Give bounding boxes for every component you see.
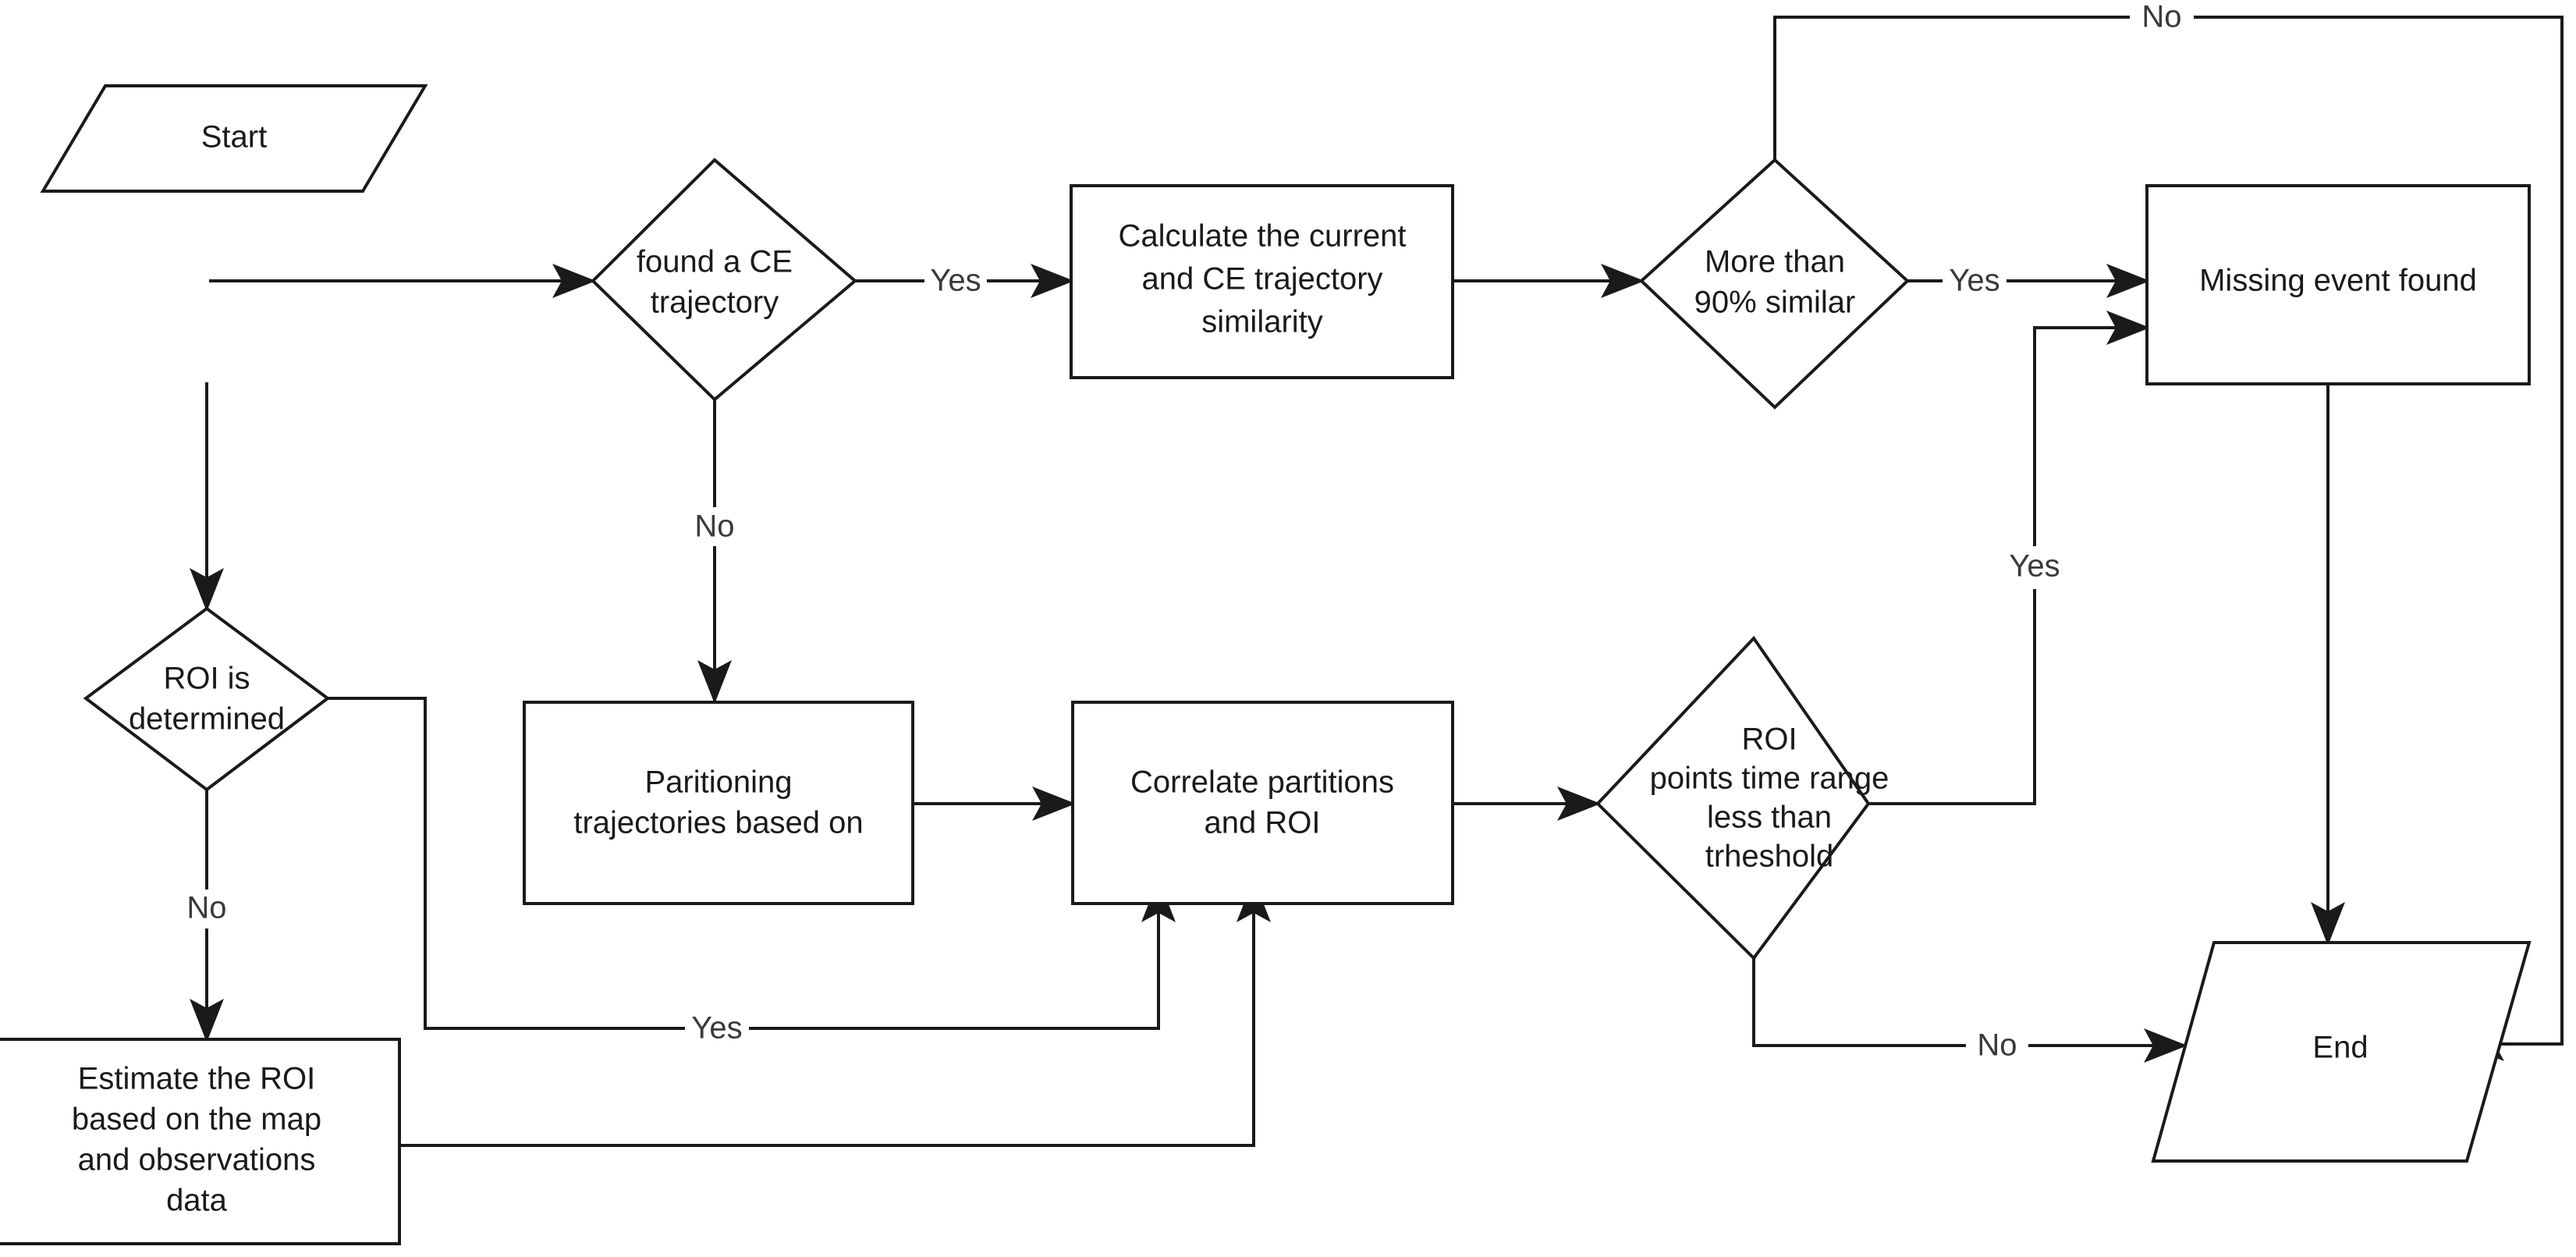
node-missing-event-found[interactable]	[2145, 184, 2531, 385]
connectors-layer: Calculate --> Paritioning --> Missing ev…	[207, 16, 2564, 1147]
node-labels-layer: Start found a CE trajectory Calculate th…	[72, 120, 2477, 1218]
node-partitioning[interactable]	[523, 701, 914, 905]
more-than-90-label-line1: More than	[1705, 245, 1845, 279]
end-parallelogram-outline	[2151, 941, 2532, 1163]
more-than-90-label-line2: 90% similar	[1694, 286, 1856, 320]
start-parallelogram-outline	[40, 84, 428, 193]
found-ce-label-line2: trajectory	[651, 286, 779, 320]
edge-labels-layer: Yes No Yes No No Yes Yes No	[186, 0, 2181, 1063]
roi-time-range-label-line3: less than	[1707, 801, 1832, 835]
start-label: Start	[201, 120, 267, 154]
edge-estimate-roi-to-correlate	[399, 879, 1271, 1147]
estimate-roi-rect-outline	[0, 1038, 401, 1245]
partitioning-label-line2: trajectories based on	[573, 806, 863, 840]
edge-label-roi-time-range-yes: Yes	[2009, 549, 2060, 584]
calculate-label-line3: similarity	[1201, 305, 1323, 339]
node-roi-is-determined[interactable]	[83, 606, 331, 792]
calculate-label-line2: and CE trajectory	[1141, 262, 1382, 296]
estimate-roi-label-line4: data	[166, 1184, 228, 1218]
roi-time-range-diamond-outline	[1595, 635, 1871, 961]
correlate-label-line1: Correlate partitions	[1130, 765, 1394, 800]
node-start[interactable]	[40, 84, 428, 193]
node-correlate-partitions-roi[interactable]	[1071, 701, 1454, 905]
missing-event-label: Missing event found	[2199, 264, 2477, 298]
end-label: End	[2312, 1031, 2368, 1065]
roi-time-range-label-line4: trheshold	[1705, 840, 1834, 874]
more-than-90-diamond-outline	[1639, 158, 1910, 410]
edge-label-roi-time-range-no: No	[1977, 1028, 2017, 1063]
roi-time-range-label-line2: points time range	[1650, 762, 1889, 796]
roi-time-range-label-line1: ROI	[1741, 723, 1797, 757]
roi-determined-label-line1: ROI is	[163, 662, 250, 696]
found-ce-label-line1: found a CE	[637, 245, 793, 279]
calculate-label-line1: Calculate the current	[1118, 219, 1406, 254]
edge-roi-time-range-no-to-end	[1752, 955, 2184, 1046]
node-roi-points-time-range[interactable]	[1595, 635, 1871, 961]
edge-label-found-ce-no: No	[694, 510, 734, 544]
missing-event-rect-outline	[2145, 184, 2531, 385]
edge-label-more-than-90-yes: Yes	[1949, 264, 1999, 298]
estimate-roi-label-line1: Estimate the ROI	[78, 1062, 316, 1096]
partitioning-rect-outline	[523, 701, 914, 905]
correlate-label-line2: and ROI	[1205, 806, 1321, 840]
partitioning-label-line1: Paritioning	[644, 765, 792, 800]
node-end[interactable]	[2151, 941, 2532, 1163]
edge-roi-time-range-yes-to-missing-event	[1868, 328, 2147, 805]
estimate-roi-label-line3: and observations	[78, 1143, 316, 1177]
node-found-ce-trajectory[interactable]	[591, 158, 858, 402]
node-calculate-similarity[interactable]	[1070, 184, 1454, 379]
roi-determined-label-line2: determined	[129, 702, 285, 737]
edge-label-found-ce-yes: Yes	[930, 264, 981, 298]
edge-label-roi-determined-yes: Yes	[691, 1011, 742, 1046]
edge-roi-determined-yes-to-correlate	[328, 697, 1158, 1030]
node-estimate-roi[interactable]	[0, 1038, 401, 1245]
correlate-rect-outline	[1071, 701, 1454, 905]
calculate-rect-outline	[1070, 184, 1454, 379]
estimate-roi-label-line2: based on the map	[72, 1103, 321, 1137]
edge-label-more-than-90-no: No	[2141, 0, 2181, 34]
roi-determined-diamond-outline	[83, 606, 331, 792]
nodes-layer	[0, 84, 2532, 1245]
edge-label-roi-determined-no: No	[186, 891, 226, 925]
found-ce-diamond-outline	[591, 158, 858, 402]
edge-more-than-90-no-to-end	[1773, 16, 2564, 1044]
node-more-than-90-similar[interactable]	[1639, 158, 1910, 410]
